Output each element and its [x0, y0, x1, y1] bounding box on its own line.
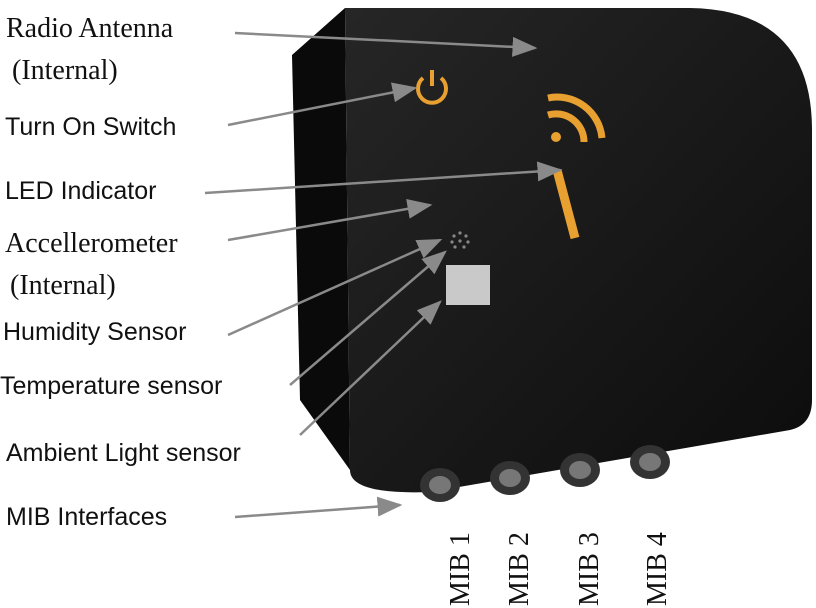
- label-led-indicator: LED Indicator: [5, 177, 157, 205]
- label-accelerometer-note: (Internal): [10, 270, 116, 301]
- label-humidity-sensor: Humidity Sensor: [3, 318, 187, 346]
- label-ambient-light-sensor: Ambient Light sensor: [6, 439, 241, 467]
- port-label-mib-3: MIB 3: [574, 532, 605, 606]
- callout-arrows: [204, 31, 563, 519]
- label-accelerometer: Accellerometer: [5, 228, 178, 259]
- device-side: [292, 8, 350, 470]
- label-radio-antenna-note: (Internal): [12, 55, 118, 86]
- label-mib-interfaces: MIB Interfaces: [6, 503, 168, 531]
- port-label-mib-4: MIB 4: [642, 532, 673, 606]
- label-radio-antenna: Radio Antenna: [6, 13, 174, 44]
- mib-connectors: [420, 445, 670, 502]
- port-label-mib-2: MIB 2: [504, 532, 535, 606]
- power-icon: [416, 70, 448, 105]
- sensor-dots-icon: [450, 231, 470, 249]
- port-label-mib-1: MIB 1: [445, 532, 476, 606]
- label-turn-on-switch: Turn On Switch: [5, 113, 177, 141]
- device-top: [345, 8, 812, 493]
- light-sensor-window: [446, 265, 490, 305]
- label-temperature-sensor: Temperature sensor: [0, 372, 223, 400]
